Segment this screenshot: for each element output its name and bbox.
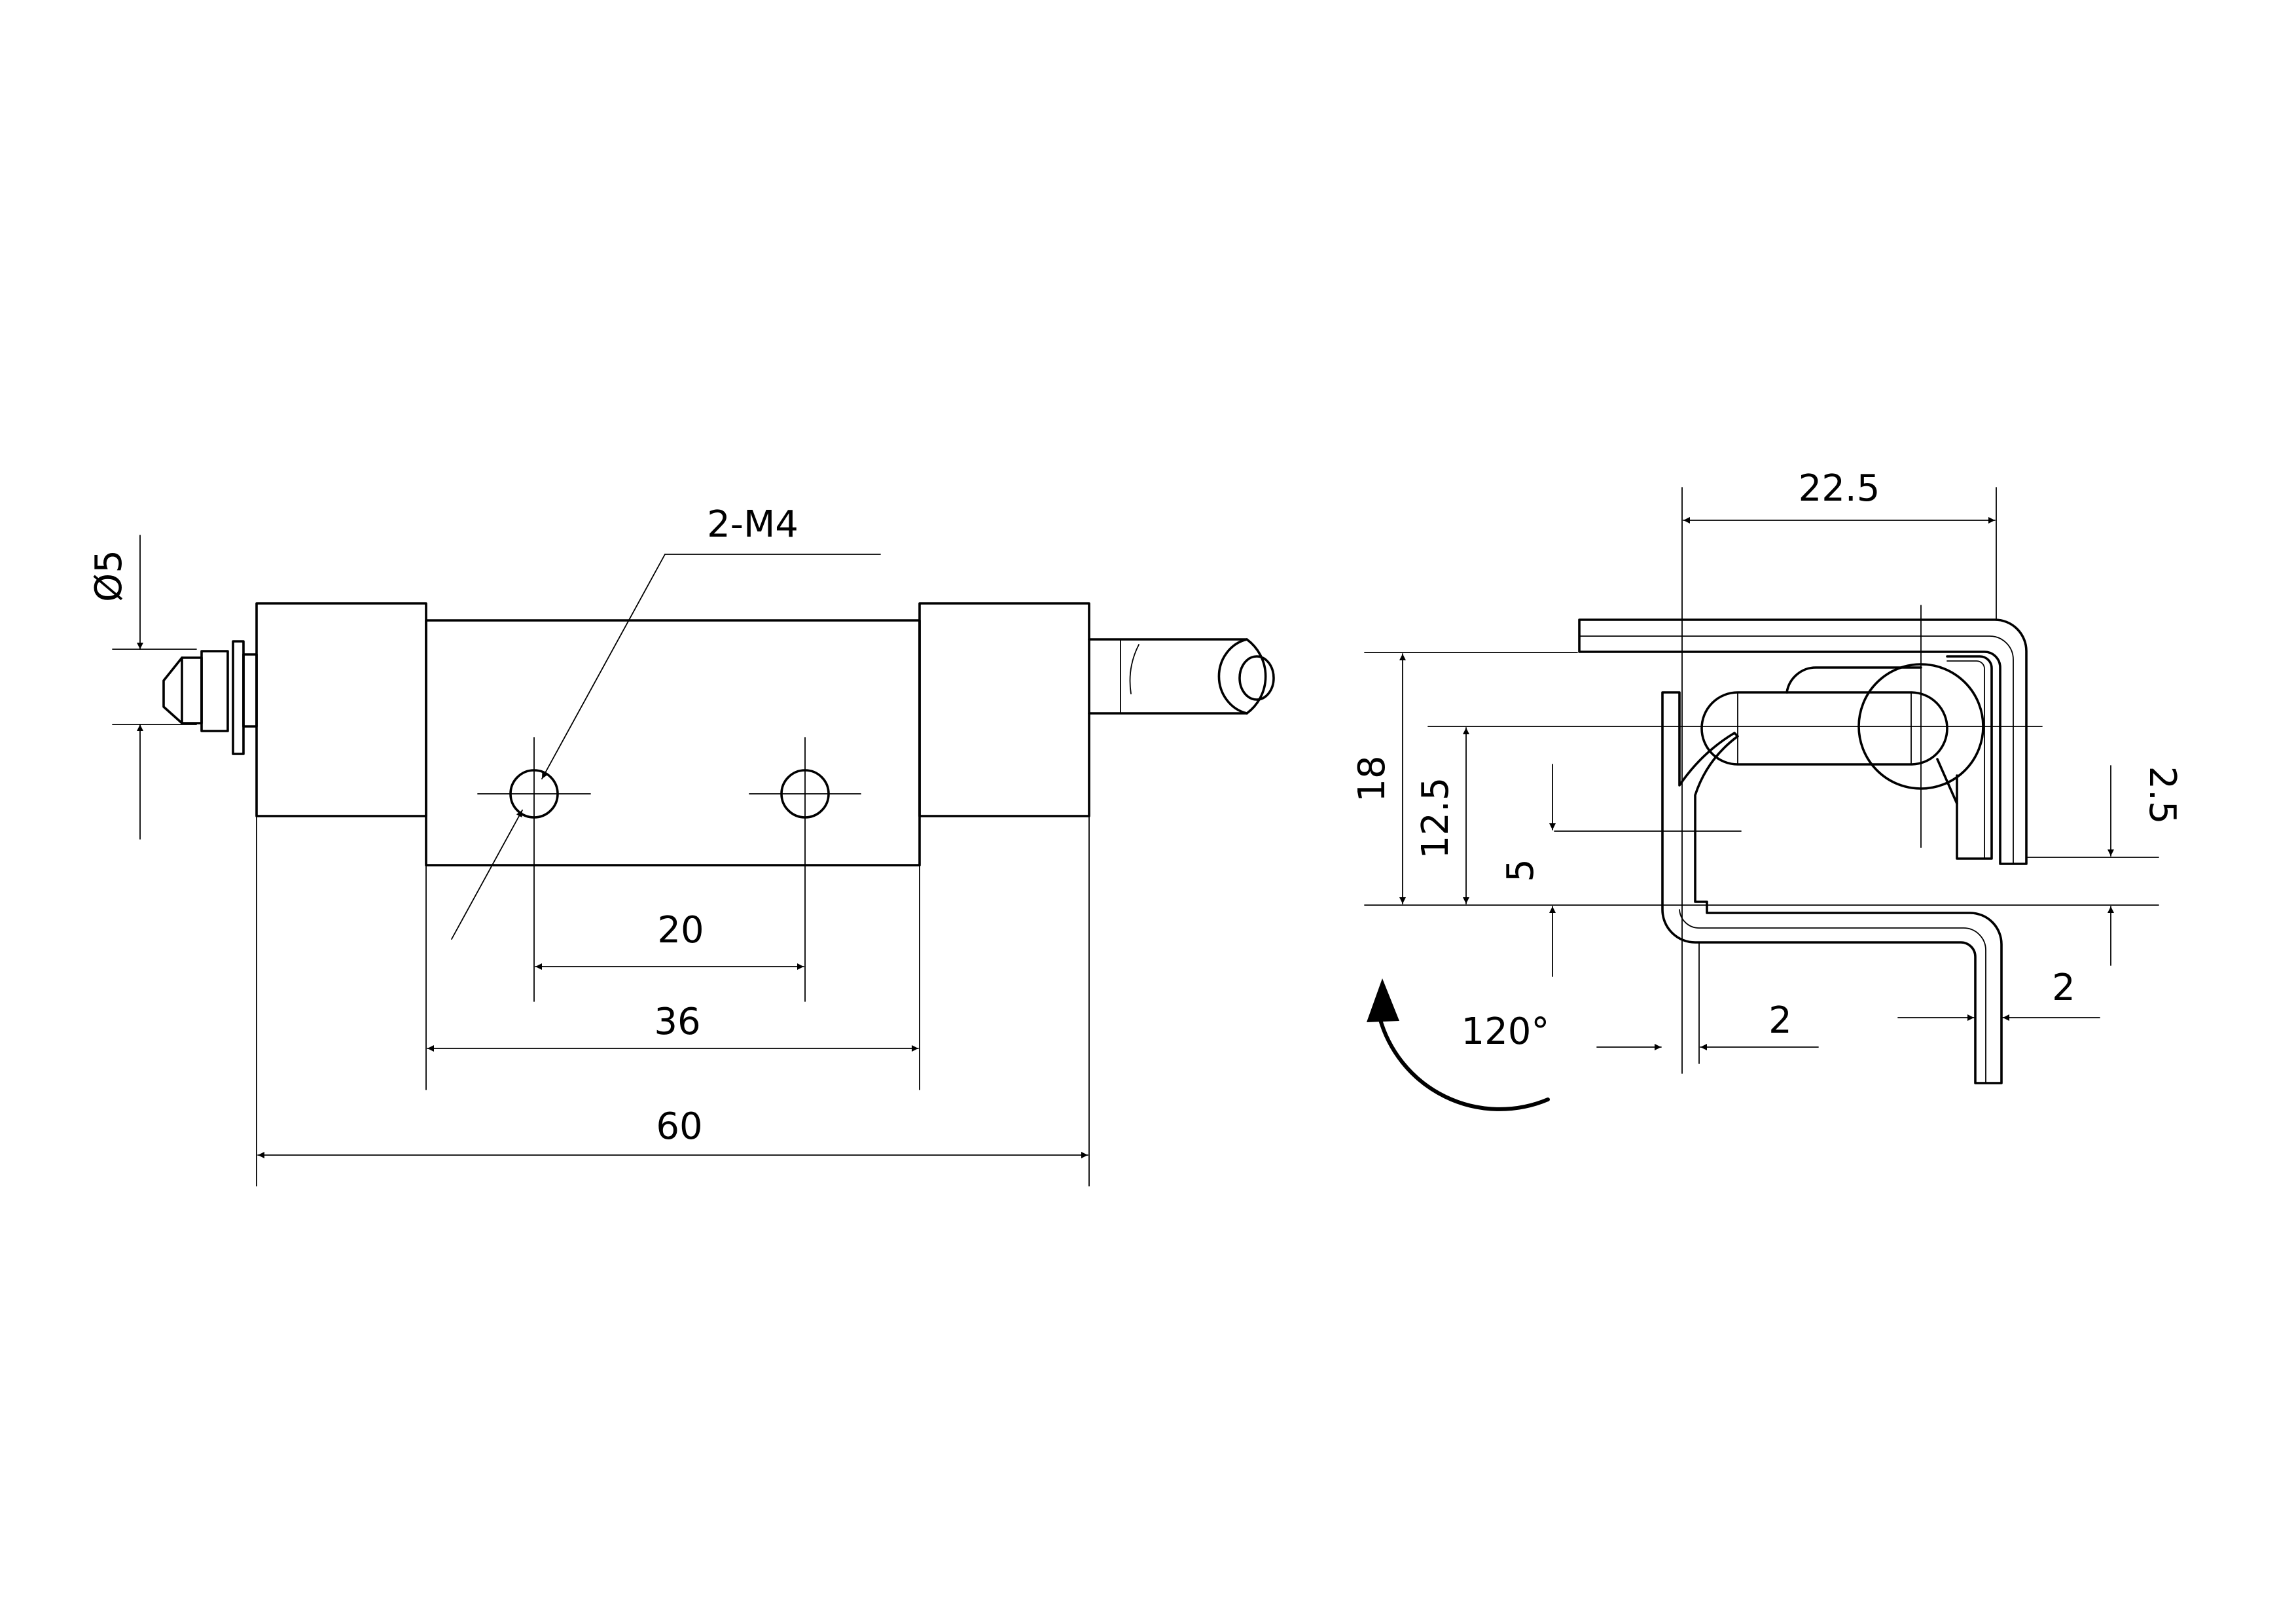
knuckle-barrel [1700, 663, 1984, 805]
side-view: 22.5 18 12.5 5 2.5 2 2 120° [1351, 467, 2183, 1111]
dim-20: 20 [657, 909, 704, 952]
mounting-hole-1 [477, 737, 591, 1002]
dim-120-deg: 120° [1462, 1010, 1550, 1053]
right-knuckle [918, 602, 1090, 817]
dim-18: 18 [1351, 755, 1393, 802]
dim-dia-5: Ø5 [88, 550, 130, 602]
callout-2-m4: 2-M4 [707, 503, 798, 546]
dim-pin-diameter [112, 535, 197, 840]
dim-2-right: 2 [2052, 967, 2075, 1009]
opening-angle-arc [1378, 1016, 1550, 1111]
pin-tip [162, 640, 258, 755]
mounting-hole-2 [749, 737, 861, 1002]
dim-2-5: 2.5 [2141, 766, 2183, 824]
pin-handle [1088, 638, 1275, 715]
top-leaf [1578, 618, 2028, 865]
dim-12-5: 12.5 [1414, 777, 1457, 859]
dim-2-left: 2 [1768, 999, 1792, 1042]
left-knuckle [255, 602, 427, 817]
dim-5: 5 [1499, 859, 1542, 882]
dim-22-5: 22.5 [1799, 467, 1880, 510]
opening-angle-arrowhead [1367, 978, 1399, 1022]
bottom-leaf [1661, 691, 2003, 1084]
dim-36: 36 [654, 1001, 700, 1043]
front-view: 2-M4 Ø5 20 36 60 [88, 503, 1275, 1186]
dim-60: 60 [656, 1105, 702, 1148]
center-leaf [425, 619, 921, 866]
callout-leader [451, 554, 881, 940]
